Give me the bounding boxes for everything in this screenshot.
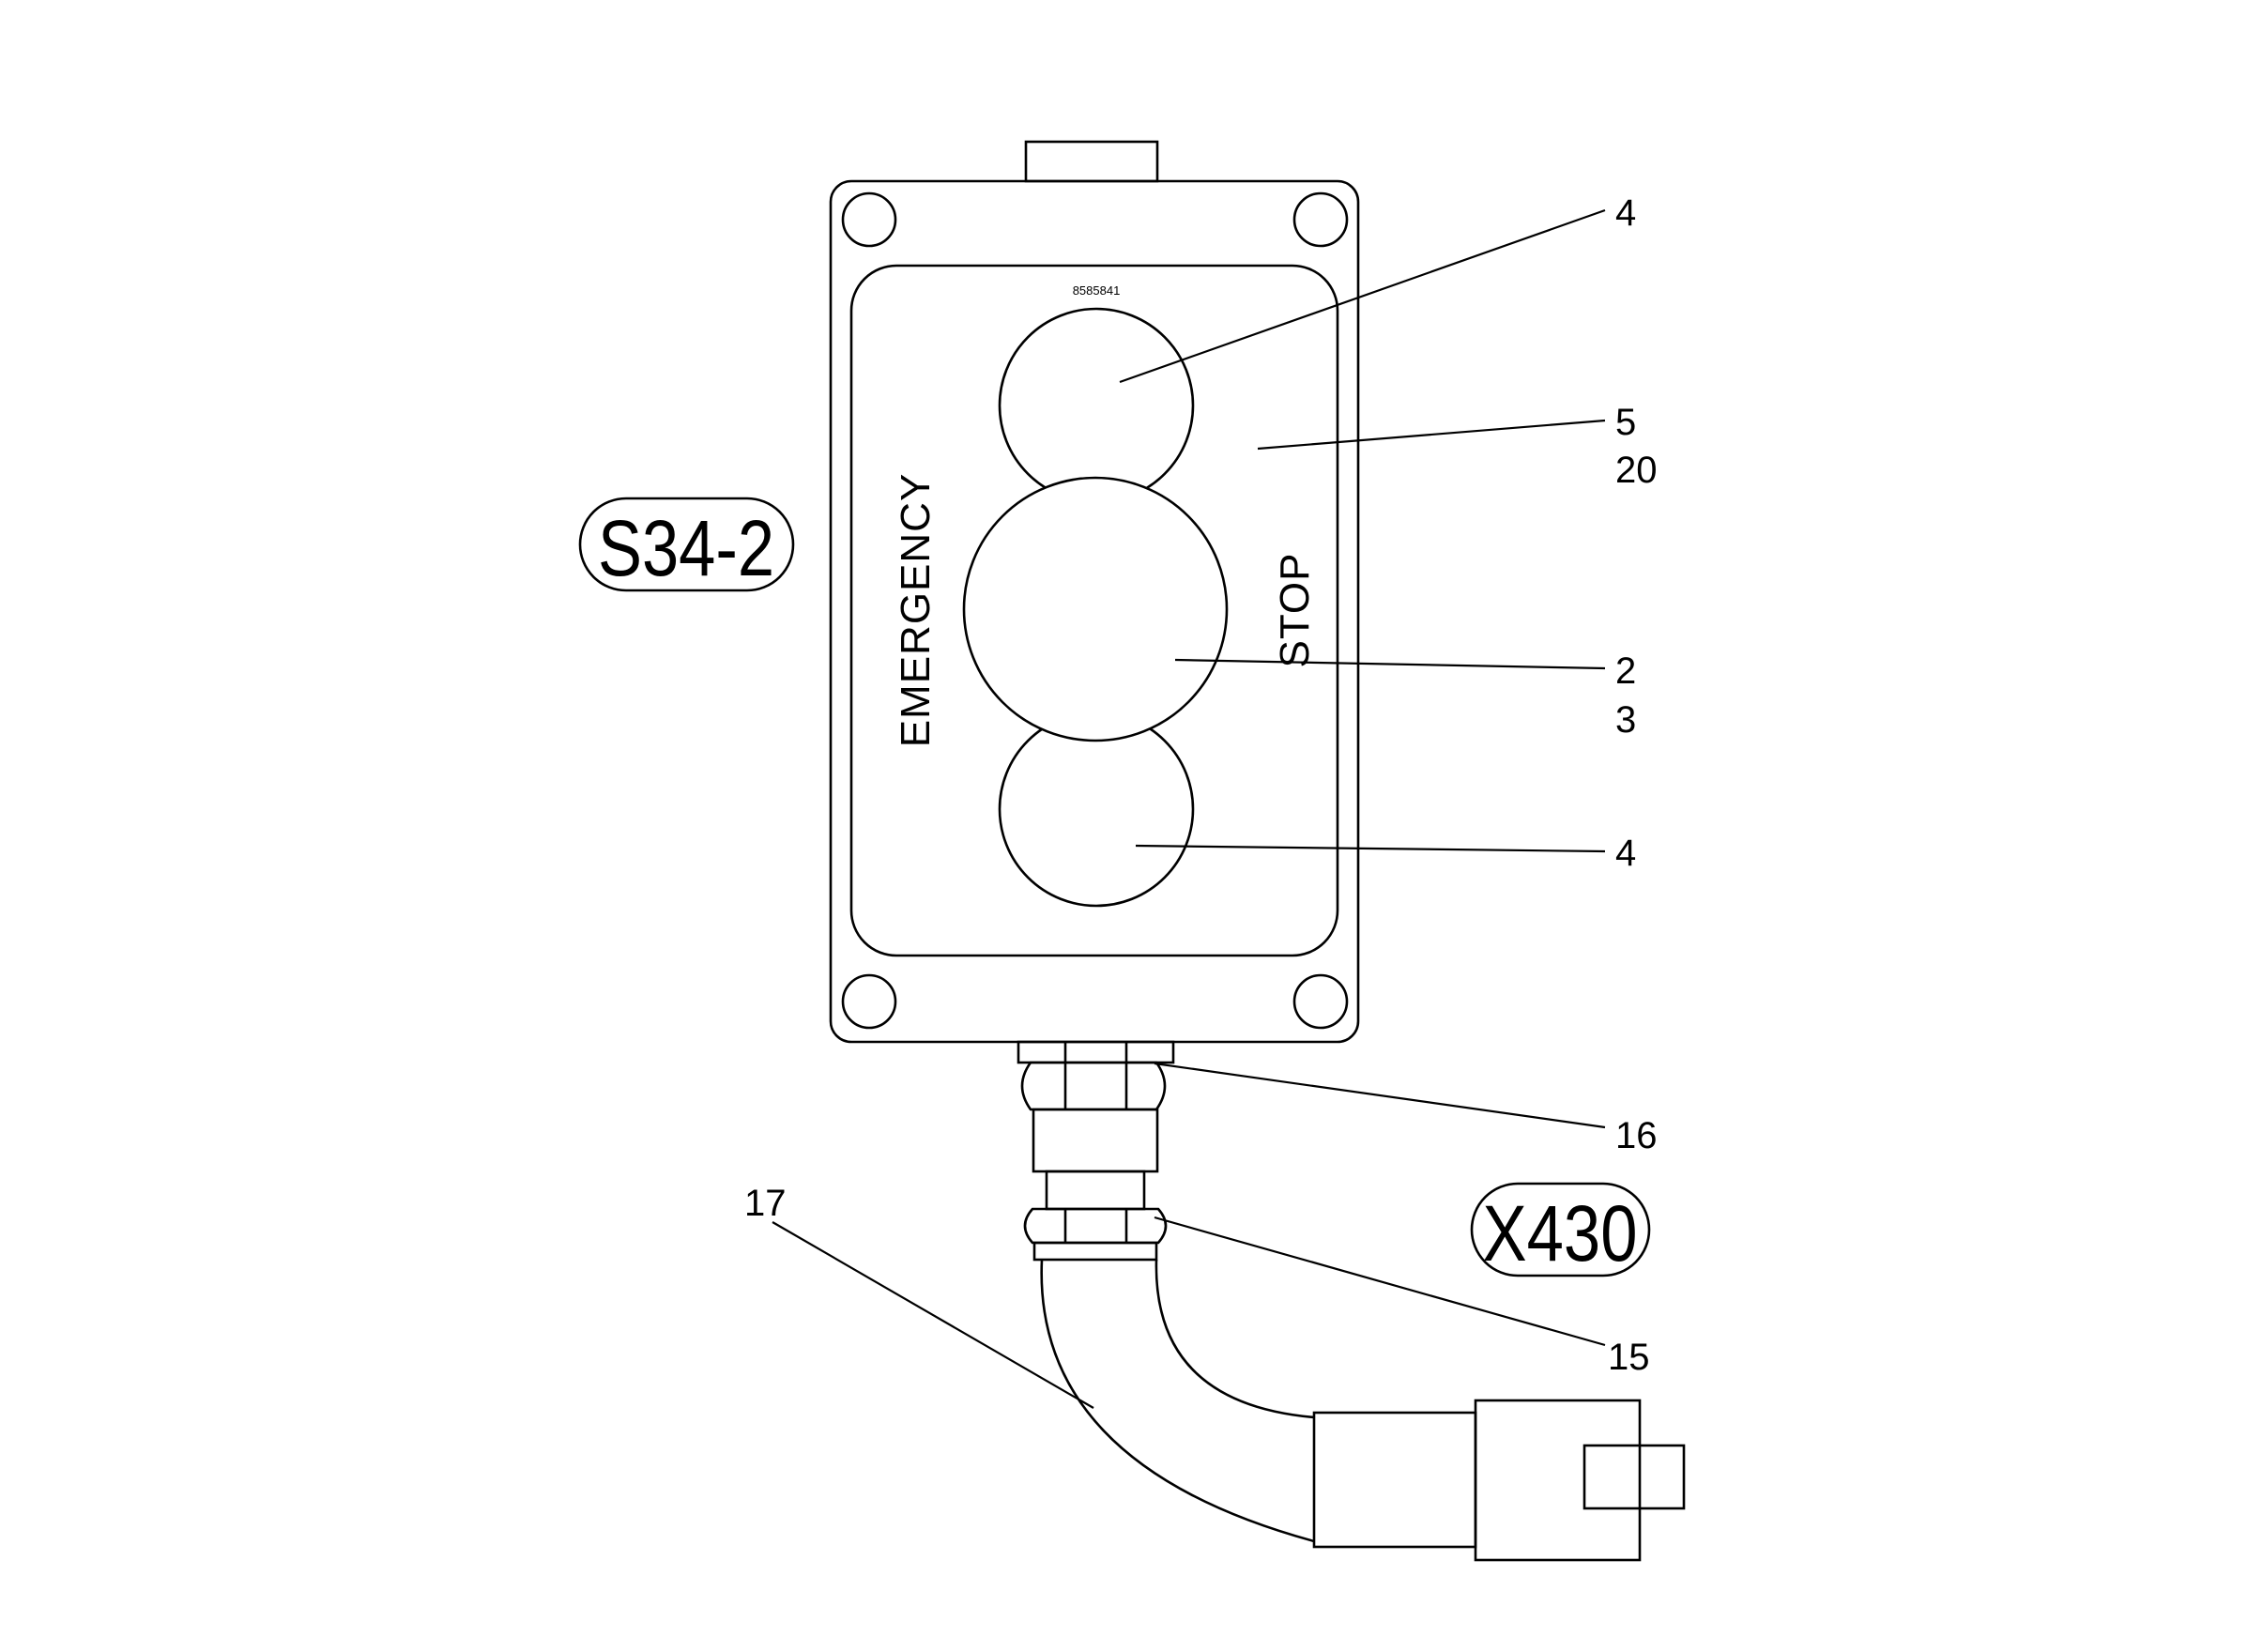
connector-plug xyxy=(1312,1399,1686,1562)
mounting-hole-top-right xyxy=(1292,191,1349,248)
cable-gland xyxy=(1017,1040,1175,1262)
callout-top-button: 4 xyxy=(1615,192,1636,234)
mounting-hole-bottom-left xyxy=(841,973,897,1030)
panel-legend-emergency: EMERGENCY xyxy=(893,473,939,748)
mounting-holes xyxy=(841,191,1349,1030)
connector-tag-label: X430 xyxy=(1483,1189,1638,1277)
callout-estop-b: 3 xyxy=(1615,699,1636,741)
mounting-hole-top-left xyxy=(841,191,897,248)
connector-sleeve xyxy=(1312,1411,1477,1549)
connector-pin-block xyxy=(1583,1444,1686,1510)
top-tab xyxy=(1024,140,1159,183)
gland-body xyxy=(1032,1108,1159,1173)
top-button xyxy=(998,307,1195,504)
panel-code: 8585841 xyxy=(1073,283,1121,298)
gland-collar xyxy=(1032,1241,1158,1262)
callout-gland: 16 xyxy=(1615,1115,1658,1156)
emergency-stop-button xyxy=(962,476,1229,742)
callout-plate-b: 20 xyxy=(1615,450,1658,491)
panel-plate xyxy=(849,264,1339,957)
connector-tag: X430 xyxy=(1470,1182,1651,1277)
gland-hex-nut-lower xyxy=(1023,1207,1168,1245)
panel-legend-stop: STOP xyxy=(1272,552,1318,667)
mounting-hole-bottom-right xyxy=(1292,973,1349,1030)
callout-estop-a: 2 xyxy=(1615,650,1636,692)
leader-lines xyxy=(772,208,1606,1409)
switch-tag: S34-2 xyxy=(578,497,795,592)
gland-base xyxy=(1017,1040,1175,1064)
gland-hex-nut-upper xyxy=(1020,1061,1167,1111)
gland-neck xyxy=(1045,1170,1146,1211)
connector-housing xyxy=(1474,1399,1642,1562)
switch-tag-label: S34-2 xyxy=(598,504,774,592)
callout-plate-a: 5 xyxy=(1615,402,1636,443)
cable xyxy=(1040,1259,1315,1543)
callout-cable: 17 xyxy=(744,1183,787,1224)
callout-bottom-button: 4 xyxy=(1615,833,1636,874)
callout-nut: 15 xyxy=(1608,1337,1650,1378)
